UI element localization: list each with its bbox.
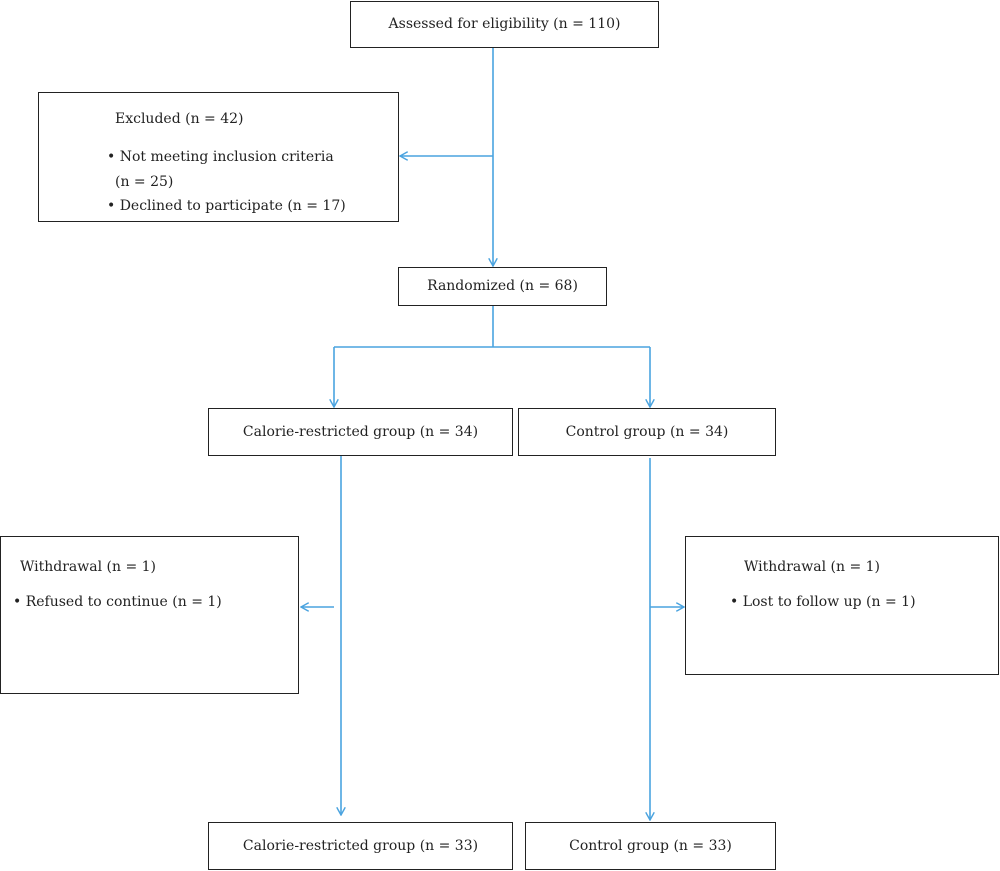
assessed-box: Assessed for eligibility (n = 110) [350, 1, 659, 48]
withdrawal-right-bullet: • Lost to follow up (n = 1) [730, 594, 916, 610]
withdrawal-right-title: Withdrawal (n = 1) [744, 559, 881, 575]
randomized-label: Randomized (n = 68) [427, 278, 578, 294]
calorie-group-end-label: Calorie-restricted group (n = 33) [242, 837, 479, 854]
assessed-label: Assessed for eligibility (n = 110) [388, 16, 621, 32]
control-group-end-label: Control group (n = 33) [569, 837, 732, 854]
excluded-bullet-1-count: (n = 25) [115, 174, 174, 190]
withdrawal-left-box: Withdrawal (n = 1) • Refused to continue… [0, 536, 299, 694]
control-group-end-box: Control group (n = 33) [525, 822, 776, 870]
withdrawal-right-box: Withdrawal (n = 1) • Lost to follow up (… [685, 536, 999, 675]
excluded-box: Excluded (n = 42) • Not meeting inclusio… [38, 92, 399, 222]
control-group-start-box: Control group (n = 34) [518, 408, 776, 456]
withdrawal-left-bullet: • Refused to continue (n = 1) [13, 594, 222, 610]
calorie-group-start-box: Calorie-restricted group (n = 34) [208, 408, 513, 456]
excluded-bullet-2: • Declined to participate (n = 17) [107, 198, 346, 214]
randomized-box: Randomized (n = 68) [398, 267, 607, 306]
excluded-title: Excluded (n = 42) [115, 111, 244, 127]
control-group-start-label: Control group (n = 34) [565, 423, 729, 440]
calorie-group-end-box: Calorie-restricted group (n = 33) [208, 822, 513, 870]
calorie-group-start-label: Calorie-restricted group (n = 34) [242, 423, 479, 440]
withdrawal-left-title: Withdrawal (n = 1) [20, 559, 157, 575]
excluded-bullet-1: • Not meeting inclusion criteria [107, 149, 334, 165]
